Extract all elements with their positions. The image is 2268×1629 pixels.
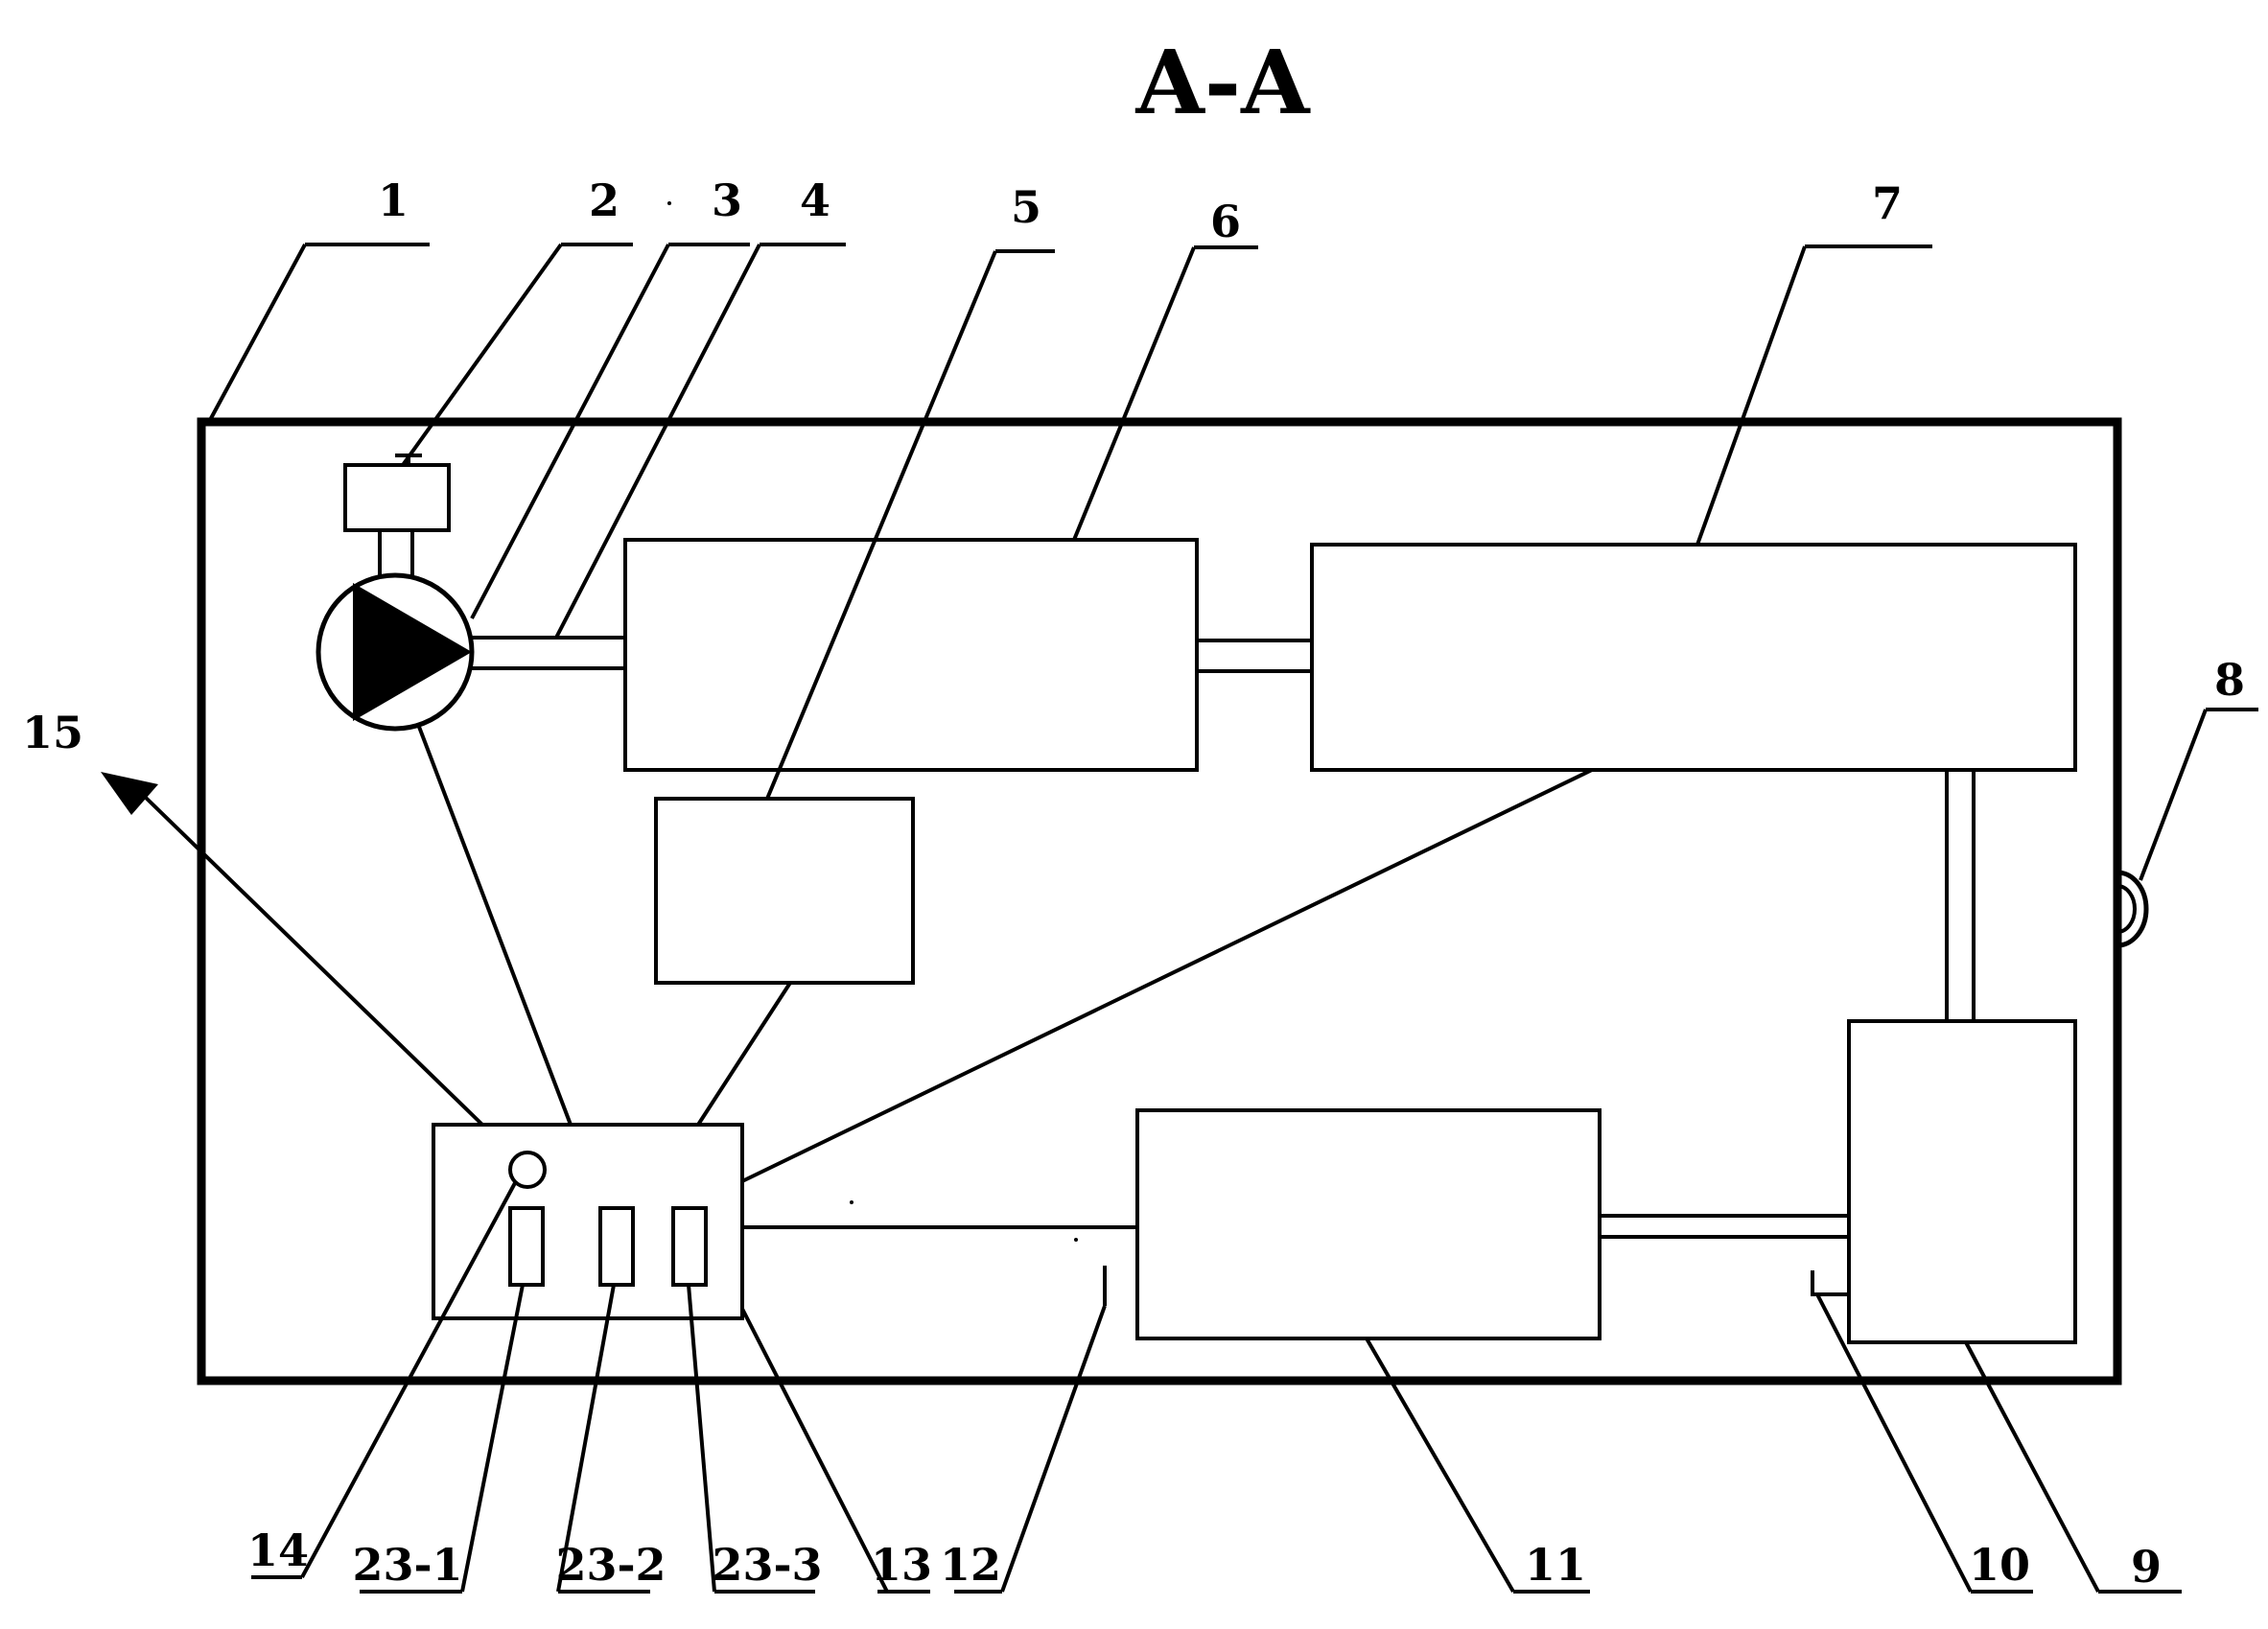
leader-5 [765,250,997,800]
label-13: 13 [871,1539,932,1591]
leader-11 [1365,1337,1515,1594]
leader-23-3 [687,1284,716,1593]
side-ring-8 [2116,870,2149,948]
leader-8 [2139,709,2208,881]
slot-23-1 [508,1206,545,1287]
speck-1 [667,201,671,205]
label-23-2: 23-2 [555,1539,666,1591]
arrow-15-shaft [142,794,484,1127]
speck-2 [850,1200,853,1204]
leader-7 [1695,245,1807,546]
component-9 [1847,1019,2077,1344]
component-2 [343,463,451,532]
leader-9 [1964,1341,2100,1593]
signal-13-pump [417,726,573,1126]
leader-10 [1815,1293,1973,1593]
leader-23-2 [556,1284,616,1593]
signal-13-5 [696,981,792,1127]
leader-1 [207,244,307,423]
label-9: 9 [2131,1541,2162,1593]
label-3: 3 [712,175,742,226]
leader-3 [470,244,670,619]
component-7 [1310,543,2077,772]
arrow-15-head [101,772,158,815]
speck-3 [1074,1238,1078,1242]
leader-23-1 [460,1284,525,1593]
pump-triangle [353,583,472,721]
label-10: 10 [1969,1539,2030,1591]
label-4: 4 [800,175,830,226]
indicator-14 [508,1151,547,1189]
leader-2 [401,243,563,467]
label-14: 14 [247,1524,309,1576]
leader-6 [1072,246,1196,541]
signal-13-7 [741,768,1593,1183]
side-ring-8-inner [2116,884,2137,934]
component-6 [623,538,1199,772]
component-5 [654,797,915,985]
slot-23-3 [671,1206,708,1287]
component-10 [1811,1270,1849,1296]
label-7: 7 [1872,177,1903,229]
leader-4 [554,244,761,639]
label-12: 12 [940,1539,1001,1591]
label-6: 6 [1210,196,1241,247]
label-15: 15 [22,707,83,758]
leader-13 [740,1308,889,1593]
section-title: A-A [1135,31,1312,134]
label-23-3: 23-3 [712,1539,822,1591]
leader-14 [300,1180,518,1578]
label-2: 2 [589,175,620,226]
slot-23-2 [598,1206,635,1287]
label-23-1: 23-1 [352,1539,462,1591]
label-8: 8 [2214,654,2245,706]
label-11: 11 [1525,1539,1586,1591]
label-1: 1 [378,175,409,226]
label-5: 5 [1011,181,1041,233]
leader-12 [1000,1305,1107,1593]
component-11 [1135,1108,1602,1340]
housing-frame [197,417,2122,1385]
